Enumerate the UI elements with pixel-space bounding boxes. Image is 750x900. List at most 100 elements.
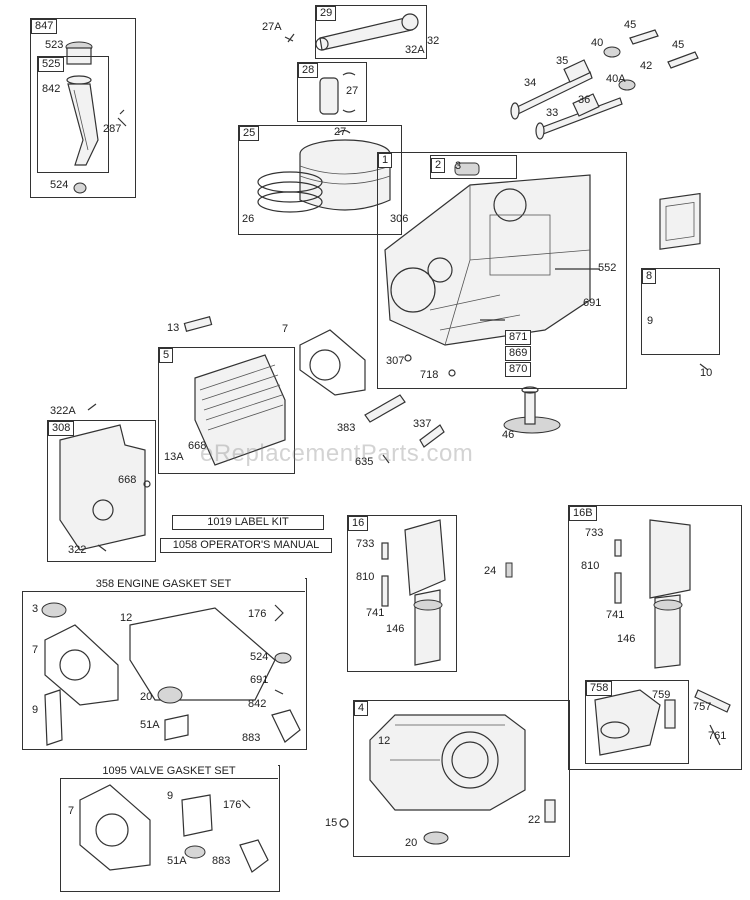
part-51a-valve: 51A bbox=[167, 855, 187, 867]
tag-870: 870 bbox=[505, 362, 532, 377]
part-10: 10 bbox=[700, 367, 713, 379]
part-45-top: 45 bbox=[624, 19, 637, 31]
part-15: 15 bbox=[325, 817, 338, 829]
part-635: 635 bbox=[355, 456, 374, 468]
group-box-525 bbox=[37, 56, 109, 173]
crankcase-drawing bbox=[384, 162, 600, 377]
part-741-16b: 741 bbox=[606, 609, 625, 621]
part-733-16: 733 bbox=[356, 538, 375, 550]
part-45-right: 45 bbox=[672, 39, 685, 51]
part-810-16: 810 bbox=[356, 571, 375, 583]
part-810-16b: 810 bbox=[581, 560, 600, 572]
part-176-valve: 176 bbox=[223, 799, 242, 811]
tag-16b: 16B bbox=[569, 506, 597, 521]
part-20-sump: 20 bbox=[405, 837, 418, 849]
part-12-gasket: 12 bbox=[120, 612, 133, 624]
part-27-pin: 27 bbox=[346, 85, 359, 97]
part-322: 322 bbox=[68, 544, 87, 556]
baffle-plate-drawing bbox=[59, 403, 151, 552]
part-40: 40 bbox=[591, 37, 604, 49]
tag-847: 847 bbox=[31, 19, 58, 34]
group-box-2 bbox=[430, 155, 517, 179]
part-883-gasket: 883 bbox=[242, 732, 261, 744]
part-146-16: 146 bbox=[386, 623, 405, 635]
tag-28: 28 bbox=[298, 63, 319, 78]
part-759: 759 bbox=[652, 689, 671, 701]
part-9-breather: 9 bbox=[647, 315, 654, 327]
label-kit-caption: 1019 LABEL KIT bbox=[172, 515, 324, 530]
piston-drawing bbox=[257, 129, 391, 213]
group-box-1 bbox=[377, 152, 627, 389]
part-33: 33 bbox=[546, 107, 559, 119]
part-46: 46 bbox=[502, 429, 515, 441]
part-733-16b: 733 bbox=[585, 527, 604, 539]
head-gasket-drawing bbox=[299, 329, 366, 396]
group-box-4 bbox=[353, 700, 570, 857]
part-524-gasket: 524 bbox=[250, 651, 269, 663]
group-box-308 bbox=[47, 420, 156, 562]
tag-2: 2 bbox=[431, 158, 446, 173]
part-383: 383 bbox=[337, 422, 356, 434]
part-7-top: 7 bbox=[282, 323, 289, 335]
part-3-top: 3 bbox=[455, 160, 462, 172]
part-13: 13 bbox=[167, 322, 180, 334]
part-322a: 322A bbox=[50, 405, 76, 417]
group-box-847 bbox=[30, 18, 136, 198]
group-box-25 bbox=[238, 125, 402, 235]
part-42: 42 bbox=[640, 60, 653, 72]
valve-train-drawing bbox=[510, 29, 699, 140]
part-9-valve: 9 bbox=[167, 790, 174, 802]
engine-gasket-set-caption: 358 ENGINE GASKET SET bbox=[22, 578, 305, 592]
part-691-block: 691 bbox=[583, 297, 602, 309]
part-842: 842 bbox=[42, 83, 61, 95]
watermark: eReplacementParts.com bbox=[200, 440, 474, 467]
breather-drawing bbox=[659, 192, 709, 371]
part-32: 32 bbox=[427, 35, 440, 47]
part-691-gasket: 691 bbox=[250, 674, 269, 686]
crankshaft-drawing-16 bbox=[381, 519, 513, 666]
tag-869: 869 bbox=[505, 346, 532, 361]
part-51a-gasket: 51A bbox=[140, 719, 160, 731]
part-287: 287 bbox=[103, 123, 122, 135]
tag-8: 8 bbox=[642, 269, 657, 284]
part-668-head: 668 bbox=[188, 440, 207, 452]
tag-308: 308 bbox=[48, 421, 75, 436]
valve-gasket-set-caption: 1095 VALVE GASKET SET bbox=[60, 765, 278, 779]
part-146-16b: 146 bbox=[617, 633, 636, 645]
camshaft-drawing bbox=[364, 386, 561, 464]
part-3-gasket: 3 bbox=[32, 603, 39, 615]
tag-4: 4 bbox=[354, 701, 369, 716]
group-box-valve-gasket-set bbox=[60, 765, 280, 892]
part-761: 761 bbox=[708, 730, 727, 742]
crankshaft-drawing-16b bbox=[614, 519, 691, 669]
cylinder-head-drawing bbox=[183, 316, 286, 466]
part-12-sump: 12 bbox=[378, 735, 391, 747]
tag-758: 758 bbox=[586, 681, 613, 696]
part-7-gasket: 7 bbox=[32, 644, 39, 656]
group-box-29 bbox=[315, 5, 427, 59]
part-718: 718 bbox=[420, 369, 439, 381]
part-34: 34 bbox=[524, 77, 537, 89]
group-box-5 bbox=[158, 347, 295, 474]
part-523: 523 bbox=[45, 39, 64, 51]
part-27a: 27A bbox=[262, 21, 282, 33]
part-306: 306 bbox=[390, 213, 409, 225]
tag-525: 525 bbox=[38, 57, 65, 72]
part-32a: 32A bbox=[405, 44, 425, 56]
part-741-16: 741 bbox=[366, 607, 385, 619]
group-box-16 bbox=[347, 515, 457, 672]
operators-manual-caption: 1058 OPERATOR'S MANUAL bbox=[160, 538, 332, 553]
connecting-rod-drawing bbox=[284, 13, 419, 51]
part-337: 337 bbox=[413, 418, 432, 430]
part-552: 552 bbox=[598, 262, 617, 274]
valve-gasket-set-drawing bbox=[79, 784, 269, 873]
part-842-gasket: 842 bbox=[248, 698, 267, 710]
part-9-gasket: 9 bbox=[32, 704, 39, 716]
part-36: 36 bbox=[578, 94, 591, 106]
part-757: 757 bbox=[693, 701, 712, 713]
group-box-16b bbox=[568, 505, 742, 770]
part-35: 35 bbox=[556, 55, 569, 67]
part-26: 26 bbox=[242, 213, 255, 225]
